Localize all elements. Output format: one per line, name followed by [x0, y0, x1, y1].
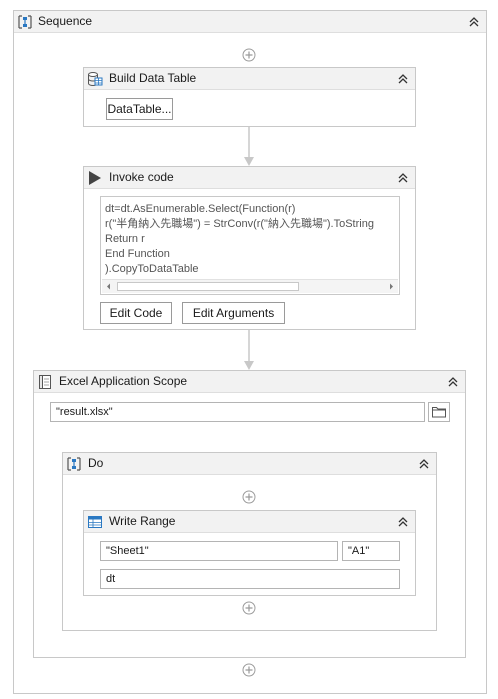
- do-title: Do: [88, 456, 104, 470]
- collapse-icon[interactable]: [396, 72, 410, 86]
- sequence-icon: [67, 457, 81, 471]
- build-data-table-title: Build Data Table: [109, 71, 197, 85]
- invoke-code-title: Invoke code: [109, 170, 174, 184]
- start-cell-input[interactable]: "A1": [342, 541, 400, 561]
- excel-application-scope-header[interactable]: Excel Application Scope: [34, 371, 465, 393]
- collapse-icon[interactable]: [467, 15, 481, 29]
- edit-arguments-button[interactable]: Edit Arguments: [182, 302, 285, 324]
- add-activity-plus-icon[interactable]: [242, 490, 256, 504]
- database-table-icon: [88, 72, 103, 86]
- sequence-header[interactable]: Sequence: [14, 11, 486, 33]
- code-line: End Function: [105, 248, 170, 260]
- datatable-button[interactable]: DataTable...: [106, 98, 173, 120]
- scroll-right-icon[interactable]: [384, 280, 398, 293]
- sequence-icon: [18, 15, 32, 29]
- code-line: Return r: [105, 233, 145, 245]
- code-editor-preview[interactable]: dt=dt.AsEnumerable.Select(Function(r) r(…: [100, 196, 400, 295]
- folder-icon: [432, 407, 446, 418]
- browse-folder-button[interactable]: [428, 402, 450, 422]
- add-activity-plus-icon[interactable]: [242, 601, 256, 615]
- code-line: r("半角納入先職場") = StrConv(r("納入先職場").ToStri…: [105, 218, 374, 230]
- horizontal-scrollbar[interactable]: [102, 279, 398, 293]
- add-activity-plus-icon[interactable]: [242, 48, 256, 62]
- excel-application-scope-title: Excel Application Scope: [59, 374, 188, 388]
- invoke-code-activity[interactable]: Invoke code dt=dt.AsEnumerable.Select(Fu…: [83, 166, 416, 330]
- datatable-input[interactable]: dt: [100, 569, 400, 589]
- connector-arrow: [244, 127, 254, 166]
- write-range-title: Write Range: [109, 514, 176, 528]
- workbook-path-input[interactable]: "result.xlsx": [50, 402, 425, 422]
- write-range-table-icon: [88, 516, 102, 528]
- invoke-code-header[interactable]: Invoke code: [84, 167, 415, 189]
- code-line: dt=dt.AsEnumerable.Select(Function(r): [105, 203, 296, 215]
- code-line: ).CopyToDataTable: [105, 263, 199, 275]
- build-data-table-activity[interactable]: Build Data Table DataTable...: [83, 67, 416, 127]
- collapse-icon[interactable]: [396, 171, 410, 185]
- build-data-table-header[interactable]: Build Data Table: [84, 68, 415, 90]
- connector-arrow: [244, 330, 254, 370]
- sequence-title: Sequence: [38, 14, 93, 28]
- scrollbar-thumb[interactable]: [117, 282, 299, 291]
- play-icon: [89, 171, 101, 185]
- collapse-icon[interactable]: [446, 375, 460, 389]
- collapse-icon[interactable]: [417, 457, 431, 471]
- edit-code-button[interactable]: Edit Code: [100, 302, 172, 324]
- scroll-left-icon[interactable]: [102, 280, 116, 293]
- collapse-icon[interactable]: [396, 515, 410, 529]
- add-activity-plus-icon[interactable]: [242, 663, 256, 677]
- write-range-header[interactable]: Write Range: [84, 511, 415, 533]
- excel-workbook-icon: [39, 375, 51, 389]
- write-range-activity[interactable]: Write Range "Sheet1" "A1" dt: [83, 510, 416, 596]
- do-header[interactable]: Do: [63, 453, 436, 475]
- sheet-name-input[interactable]: "Sheet1": [100, 541, 338, 561]
